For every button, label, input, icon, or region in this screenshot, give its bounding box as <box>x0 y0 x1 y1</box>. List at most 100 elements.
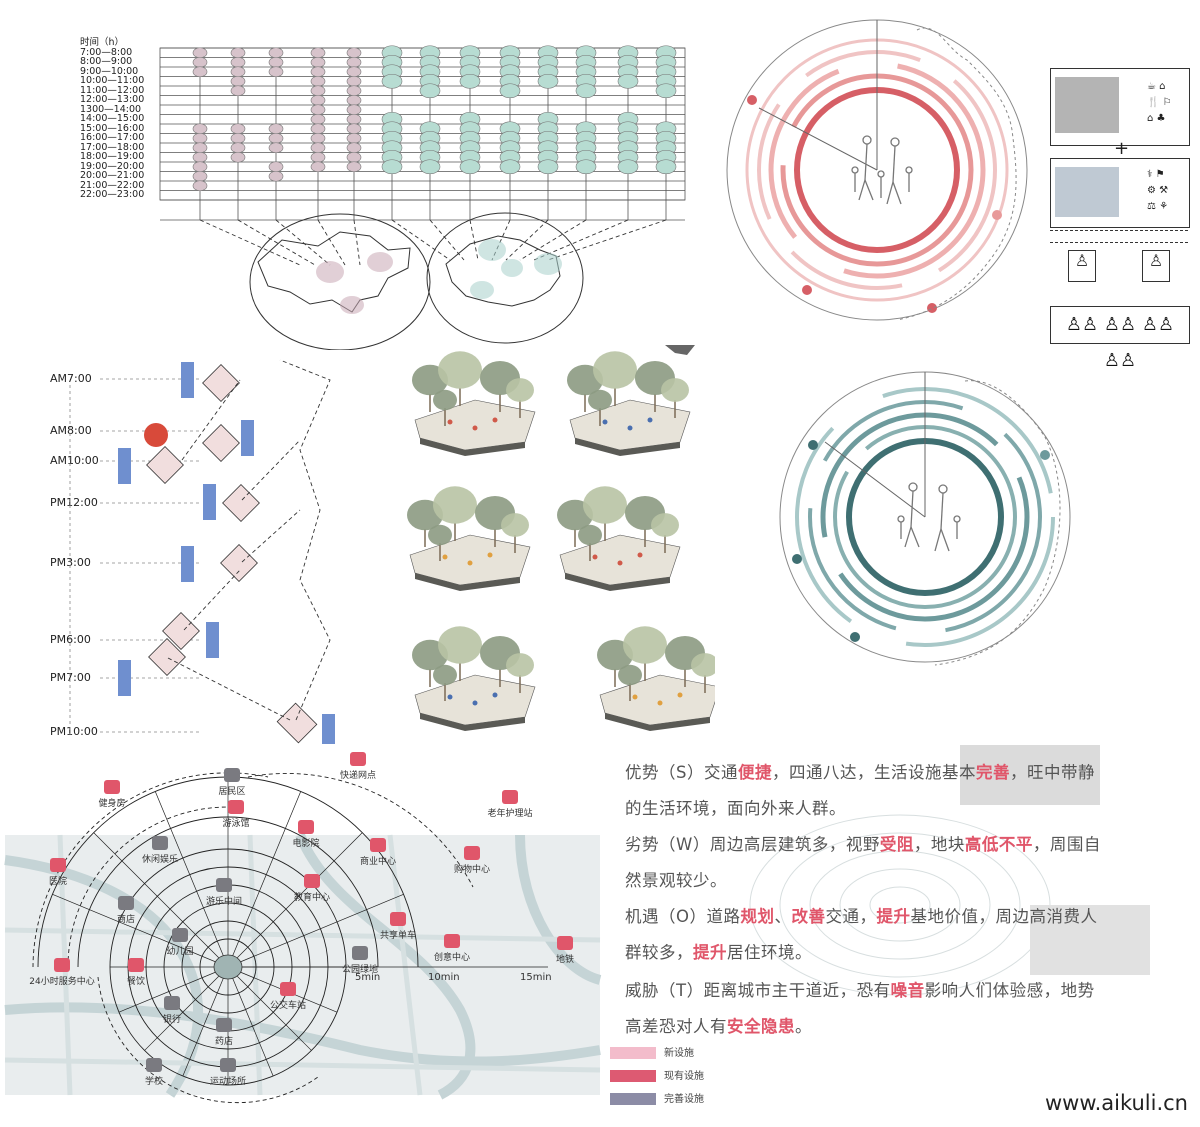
time-bubble <box>310 113 326 125</box>
time-bubble <box>346 75 362 87</box>
facility-label: 商业中心 <box>360 855 396 867</box>
facility-label: 商店 <box>117 913 135 925</box>
facility-label: 电影院 <box>292 837 319 849</box>
radar-spoke <box>227 832 363 968</box>
facility-label: 游乐中间 <box>206 895 242 907</box>
time-row-label: 7:00—8:00 <box>80 46 133 58</box>
timeline-time-label: PM12:00 <box>50 496 98 509</box>
time-bubble <box>459 159 481 175</box>
hospital-icon <box>50 858 66 872</box>
radar-spoke <box>227 966 274 1077</box>
time-bubble <box>310 104 326 116</box>
facility-bank: 银行 <box>163 996 181 1025</box>
legend-improved: 完善设施 <box>610 1090 704 1105</box>
time-bubble <box>381 159 403 175</box>
time-bubble <box>310 123 326 135</box>
time-row-label: 15:00—16:00 <box>80 122 145 134</box>
facility-swim: 游泳馆 <box>222 800 250 829</box>
tree-icon <box>588 389 612 411</box>
time-link-dash <box>505 219 549 261</box>
radar-spoke <box>52 893 229 968</box>
time-bubble <box>310 94 326 106</box>
time-bubble <box>655 83 677 99</box>
bike-icon <box>390 912 406 926</box>
person-icon <box>632 694 638 700</box>
creative-icon <box>444 934 460 948</box>
timeline-time-label: PM10:00 <box>50 725 98 738</box>
person-icon <box>627 425 633 431</box>
building-icon <box>224 768 240 782</box>
family-figure-icon-teal <box>897 482 961 552</box>
map-circle-left <box>249 213 431 350</box>
facility-pharmacy: 药店 <box>215 1018 233 1047</box>
facility-creative: 创意中心 <box>434 934 470 963</box>
time-bubble <box>346 66 362 78</box>
time-bubble <box>499 159 521 175</box>
plus-sign: + <box>1114 138 1130 159</box>
tree-icon <box>438 626 482 664</box>
time-bubble <box>268 142 284 154</box>
person-icon <box>442 554 448 560</box>
tree-icon <box>433 389 457 411</box>
facility-food: 餐饮 <box>127 958 145 987</box>
time-bubble <box>192 180 208 192</box>
teal-ring-diagram <box>779 371 1071 666</box>
facility-label: 运动场所 <box>210 1076 246 1087</box>
bank-icon <box>164 996 180 1010</box>
facility-runner: 健身房 <box>98 780 126 809</box>
time-bubble <box>346 123 362 135</box>
elderly-care-icon <box>502 790 518 804</box>
commerce-icon <box>370 838 386 852</box>
facility-hospital: 医院 <box>49 858 67 887</box>
time-bubble <box>346 56 362 68</box>
swot-strength-2: 的生活环境，面向外来人群。 <box>625 799 846 818</box>
time-bubble <box>192 56 208 68</box>
time-bubble <box>268 132 284 144</box>
tree-icon <box>651 513 679 537</box>
runner-icon <box>104 780 120 794</box>
time-row-label: 17:00—18:00 <box>80 141 145 153</box>
park-island <box>597 626 715 731</box>
sport-icon <box>220 1058 236 1072</box>
facility-label: 老年护理站 <box>487 807 532 819</box>
time-bubble <box>419 83 441 99</box>
legend-existing: 现有设施 <box>610 1067 704 1082</box>
facility-label: 创意中心 <box>434 951 470 963</box>
facility-leisure: 休闲娱乐 <box>142 836 178 865</box>
time-row-label: 20:00—21:00 <box>80 170 145 181</box>
store-icon <box>118 896 134 910</box>
radar-dash-arc <box>247 773 474 888</box>
time-bubble <box>537 73 559 89</box>
time-bubble <box>268 123 284 135</box>
tree-icon <box>501 513 529 537</box>
facility-shop: 购物中心 <box>454 846 490 875</box>
facility-label: 药店 <box>215 1035 233 1047</box>
facility-label: 居民区 <box>218 786 245 797</box>
tree-icon <box>433 486 477 524</box>
person-icon <box>647 417 653 423</box>
time-bubble <box>310 66 326 78</box>
legend-swatch-new <box>610 1047 656 1059</box>
facility-bus: 公交车站 <box>270 982 306 1011</box>
swim-icon <box>228 800 244 814</box>
time-link-dash <box>237 219 316 266</box>
radar-spoke <box>227 791 302 968</box>
tree-icon <box>583 486 627 524</box>
person-icon <box>487 552 493 558</box>
time-bubble <box>310 142 326 154</box>
time-bubble <box>192 123 208 135</box>
person-icon <box>592 554 598 560</box>
tree-icon <box>691 653 715 677</box>
time-bubble <box>230 56 246 68</box>
radar-spoke <box>182 966 229 1077</box>
time-bubble <box>192 66 208 78</box>
time-link-dash <box>199 219 301 266</box>
road-panel: ♙ ♙ <box>1050 228 1188 288</box>
ring-label-10min: 10min <box>428 972 460 983</box>
school-icon <box>146 1058 162 1072</box>
facility-icons-2: ⚕ ⚑⚙ ⚒⚖ ⚘ <box>1147 169 1169 212</box>
timeline-time-label: AM10:00 <box>50 454 99 467</box>
facility-radar: 5min 10min 15min 健身房居民区快递网点老年护理站休闲娱乐游泳馆电… <box>4 752 602 1104</box>
time-row-label: 11:00—12:00 <box>80 84 145 96</box>
